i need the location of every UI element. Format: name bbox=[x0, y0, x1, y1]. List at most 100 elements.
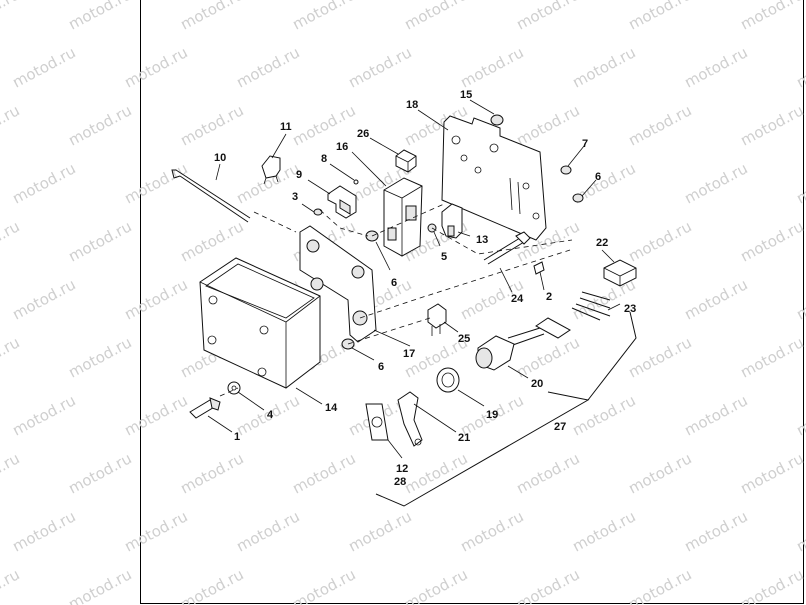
watermark-text: motod.ru bbox=[457, 43, 526, 91]
part-holder bbox=[261, 155, 281, 185]
watermark-text: motod.ru bbox=[625, 565, 694, 605]
part-switch-bracket bbox=[441, 203, 463, 239]
watermark-text: motod.ru bbox=[737, 217, 806, 265]
watermark-text: motod.ru bbox=[121, 391, 190, 439]
callout-10: 10 bbox=[214, 152, 226, 164]
callout-6a: 6 bbox=[595, 171, 601, 183]
callout-16: 16 bbox=[336, 141, 348, 153]
watermark-text: motod.ru bbox=[681, 159, 750, 207]
part-connector-plug bbox=[475, 335, 515, 371]
callout-14: 14 bbox=[325, 402, 338, 414]
callout-6b: 6 bbox=[391, 277, 397, 289]
part-upper-bracket bbox=[441, 115, 547, 241]
watermark-text: motod.ru bbox=[681, 275, 750, 323]
watermark-text: motod.ru bbox=[289, 0, 358, 34]
watermark-text: motod.ru bbox=[9, 275, 78, 323]
part-base-plate bbox=[299, 225, 377, 343]
part-fuse bbox=[427, 303, 447, 336]
diagram-frame bbox=[140, 0, 804, 604]
watermark-text: motod.ru bbox=[569, 43, 638, 91]
watermark-text: motod.ru bbox=[0, 333, 23, 381]
watermark-text: motod.ru bbox=[177, 101, 246, 149]
watermark-text: motod.ru bbox=[9, 507, 78, 555]
watermark-text: motod.ru bbox=[513, 101, 582, 149]
watermark-text: motod.ru bbox=[65, 101, 134, 149]
watermark-text: motod.ru bbox=[0, 449, 23, 497]
watermark-text: motod.ru bbox=[737, 101, 806, 149]
watermark-text: motod.ru bbox=[513, 333, 582, 381]
callout-23: 23 bbox=[624, 303, 636, 315]
callout-8: 8 bbox=[321, 153, 327, 165]
watermark-text: motod.ru bbox=[121, 275, 190, 323]
callout-18: 18 bbox=[406, 99, 418, 111]
watermark-text: motod.ru bbox=[681, 391, 750, 439]
callout-22: 22 bbox=[596, 237, 608, 249]
part-small-relay bbox=[395, 149, 417, 173]
watermark-text: motod.ru bbox=[65, 565, 134, 605]
watermark-text: motod.ru bbox=[793, 507, 806, 555]
watermark-text: motod.ru bbox=[177, 0, 246, 34]
part-cover-housing bbox=[199, 257, 321, 389]
watermark-text: motod.ru bbox=[9, 159, 78, 207]
watermark-text: motod.ru bbox=[0, 101, 23, 149]
watermark-text: motod.ru bbox=[233, 507, 302, 555]
callout-6c: 6 bbox=[378, 361, 384, 373]
part-ground-strap bbox=[397, 391, 423, 447]
callout-26: 26 bbox=[357, 128, 369, 140]
watermark-text: motod.ru bbox=[121, 159, 190, 207]
callout-labels: 1 2 3 4 5 6 6 6 7 8 9 10 11 12 13 14 15 … bbox=[214, 89, 636, 488]
callout-17: 17 bbox=[403, 348, 415, 360]
watermark-text: motod.ru bbox=[793, 43, 806, 91]
callout-1: 1 bbox=[234, 431, 240, 443]
callout-20: 20 bbox=[531, 378, 543, 390]
watermark-text: motod.ru bbox=[625, 101, 694, 149]
watermark-text: motod.ru bbox=[737, 565, 806, 605]
callout-5: 5 bbox=[441, 251, 447, 263]
watermark-text: motod.ru bbox=[65, 449, 134, 497]
callout-24: 24 bbox=[511, 293, 524, 305]
callout-13: 13 bbox=[476, 234, 488, 246]
part-stud bbox=[483, 231, 531, 265]
part-gasket bbox=[365, 403, 389, 441]
watermark-text: motod.ru bbox=[121, 43, 190, 91]
watermark-text: motod.ru bbox=[0, 217, 23, 265]
watermark-text: motod.ru bbox=[793, 159, 806, 207]
watermark-text: motod.ru bbox=[681, 507, 750, 555]
callout-25: 25 bbox=[458, 333, 470, 345]
watermark-text: motod.ru bbox=[737, 333, 806, 381]
part-connector-block bbox=[603, 259, 637, 287]
watermark-text: motod.ru bbox=[9, 391, 78, 439]
watermark-text: motod.ru bbox=[121, 507, 190, 555]
callout-7: 7 bbox=[582, 138, 588, 150]
watermark-text: motod.ru bbox=[345, 507, 414, 555]
watermark-text: motod.ru bbox=[289, 565, 358, 605]
watermark-text: motod.ru bbox=[177, 565, 246, 605]
group-bracket-27 bbox=[375, 311, 637, 507]
part-cable-tie bbox=[171, 169, 251, 223]
watermark-text: motod.ru bbox=[625, 449, 694, 497]
callout-28: 28 bbox=[394, 476, 406, 488]
watermark-text: motod.ru bbox=[233, 43, 302, 91]
watermark-text: motod.ru bbox=[401, 0, 470, 34]
part-grommet-ring bbox=[436, 367, 460, 393]
watermark-text: motod.ru bbox=[569, 507, 638, 555]
watermark-text: motod.ru bbox=[793, 391, 806, 439]
watermark-text: motod.ru bbox=[625, 217, 694, 265]
watermark-text: motod.ru bbox=[0, 0, 23, 34]
callout-19: 19 bbox=[486, 409, 498, 421]
watermark-text: motod.ru bbox=[625, 0, 694, 34]
callout-3: 3 bbox=[292, 191, 298, 203]
part-relay-module bbox=[383, 177, 423, 257]
watermark-text: motod.ru bbox=[65, 333, 134, 381]
watermark-text: motod.ru bbox=[457, 507, 526, 555]
watermark-text: motod.ru bbox=[737, 449, 806, 497]
callout-4: 4 bbox=[267, 409, 274, 421]
part-wiring-harness bbox=[507, 291, 611, 347]
watermark-text: motod.ru bbox=[513, 0, 582, 34]
callout-11: 11 bbox=[280, 121, 292, 133]
watermark-text: motod.ru bbox=[289, 449, 358, 497]
callout-15: 15 bbox=[460, 89, 472, 101]
